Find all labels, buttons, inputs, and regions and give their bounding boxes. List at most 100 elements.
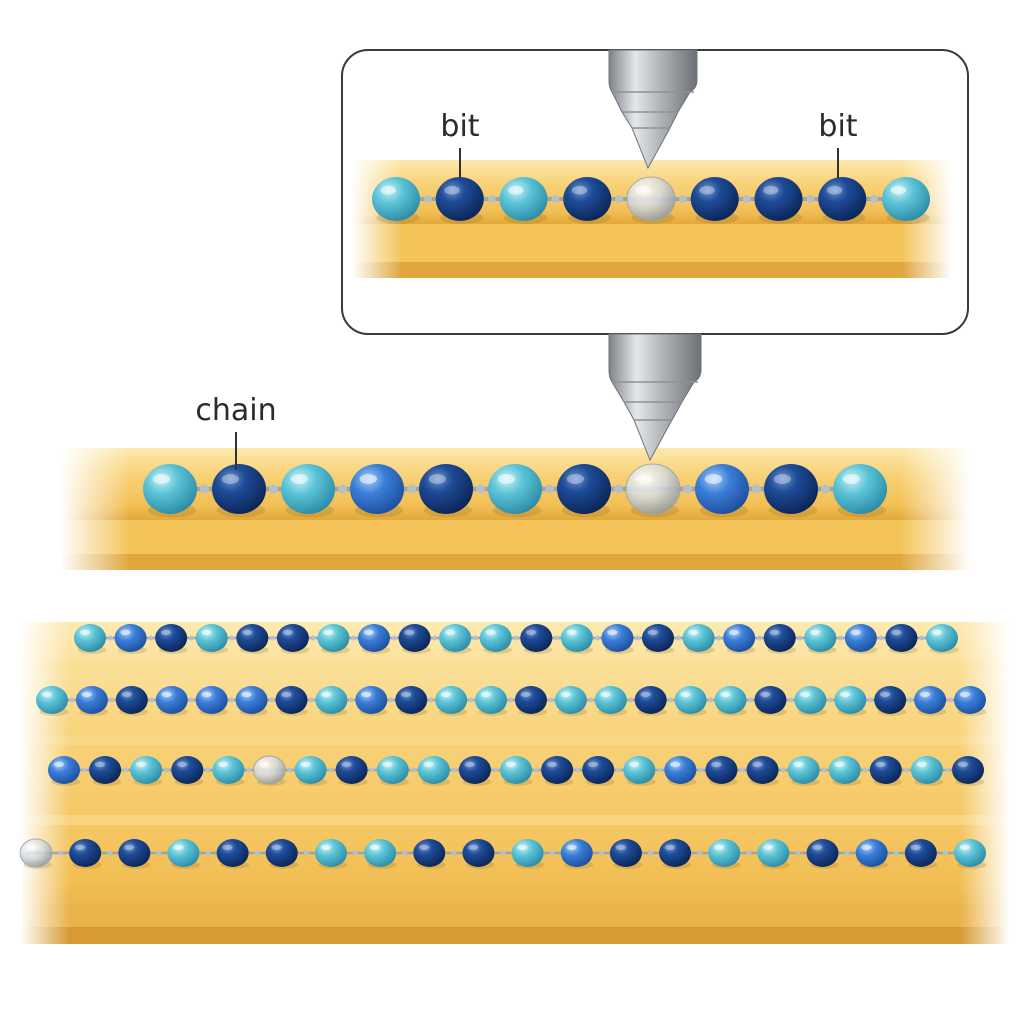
bead-dark	[118, 839, 151, 867]
bead-dark	[212, 464, 266, 514]
bead-highlight	[53, 761, 64, 768]
bead-dark	[563, 177, 612, 221]
chain-linker	[189, 697, 195, 703]
bead-dark	[952, 756, 984, 784]
bead-dark	[462, 839, 495, 867]
bead-light	[708, 839, 741, 867]
bead-highlight	[800, 691, 811, 698]
bead-mid	[114, 624, 147, 652]
chain-linker	[588, 697, 594, 703]
array-row-4	[19, 838, 987, 869]
bead-mid	[350, 464, 404, 514]
chain-linker	[903, 767, 909, 773]
bead-light	[794, 686, 827, 714]
bead-highlight	[526, 629, 537, 636]
bead-highlight	[769, 629, 780, 636]
chain-linker	[109, 697, 115, 703]
chain-linker	[229, 697, 235, 703]
chain-linker	[545, 484, 554, 494]
bead-highlight	[177, 761, 188, 768]
bead-highlight	[607, 629, 618, 636]
array-row-3	[48, 755, 985, 786]
chain-linker	[205, 767, 211, 773]
chain-linker	[742, 195, 751, 203]
bead-mid	[155, 686, 188, 714]
bead-light	[372, 177, 420, 221]
bead-highlight	[810, 629, 821, 636]
chain-linker	[862, 767, 868, 773]
bead-dark	[520, 624, 553, 652]
bead-light	[787, 756, 820, 784]
chain-linker	[534, 767, 540, 773]
bead-highlight	[282, 629, 293, 636]
inset-panel	[341, 49, 969, 335]
bead-highlight	[428, 474, 446, 484]
bead-highlight	[875, 761, 886, 768]
bead-highlight	[222, 844, 233, 851]
bead-highlight	[341, 761, 352, 768]
bead-light	[435, 686, 468, 714]
bead-light	[317, 624, 350, 652]
bead-light	[36, 686, 68, 714]
bead-highlight	[468, 844, 479, 851]
chain-linker	[164, 767, 170, 773]
chain-linker	[423, 195, 432, 203]
bead-highlight	[173, 844, 184, 851]
chain-linker	[328, 767, 334, 773]
bead-light	[479, 624, 512, 652]
chain-linker	[472, 635, 478, 641]
bead-light	[74, 624, 106, 652]
chain-linker	[616, 767, 622, 773]
chain-linker	[188, 635, 194, 641]
chain-linker	[746, 850, 752, 856]
bead-mid	[560, 839, 593, 867]
chain-linker	[549, 850, 555, 856]
bead-light	[439, 624, 472, 652]
chain-linker	[739, 767, 745, 773]
bead-mid	[844, 624, 877, 652]
bead-highlight	[571, 185, 588, 195]
bead-highlight	[508, 185, 524, 195]
bead-dark	[746, 756, 779, 784]
chain-linker	[487, 195, 496, 203]
array-row-2	[36, 686, 987, 716]
chain-linker	[508, 697, 514, 703]
chain-linker	[432, 635, 438, 641]
bead-light	[682, 624, 715, 652]
bead-light	[195, 624, 228, 652]
bead-dark	[642, 624, 674, 652]
chain-linker	[205, 850, 211, 856]
array-row-1	[74, 624, 959, 654]
bead-highlight	[242, 629, 253, 636]
bead-dark	[818, 177, 867, 221]
bead-dark	[582, 756, 615, 784]
bead-dark	[869, 756, 902, 784]
chain-linker	[107, 635, 113, 641]
bead-light	[910, 756, 943, 784]
bead-dark	[413, 839, 446, 867]
bead-highlight	[419, 844, 430, 851]
probe-tip-main	[608, 333, 702, 462]
chain-linker	[708, 697, 714, 703]
bead-dark	[115, 686, 148, 714]
bead-light	[804, 624, 837, 652]
bead-highlight	[640, 691, 651, 698]
chain-linker	[575, 767, 581, 773]
bead-dark	[275, 686, 308, 714]
bead-highlight	[497, 474, 515, 484]
bead-highlight	[361, 691, 372, 698]
bead-highlight	[321, 691, 332, 698]
bead-highlight	[600, 691, 611, 698]
bead-dark	[514, 686, 547, 714]
bead-highlight	[566, 629, 577, 636]
bead-highlight	[587, 761, 599, 768]
bead-light	[499, 177, 548, 221]
chain-linker	[338, 484, 347, 494]
chain-linker	[551, 195, 560, 203]
bead-light	[130, 756, 163, 784]
bead-highlight	[259, 761, 270, 768]
chain-linker	[838, 635, 844, 641]
bead-highlight	[647, 629, 658, 636]
bead-mid	[855, 839, 888, 867]
